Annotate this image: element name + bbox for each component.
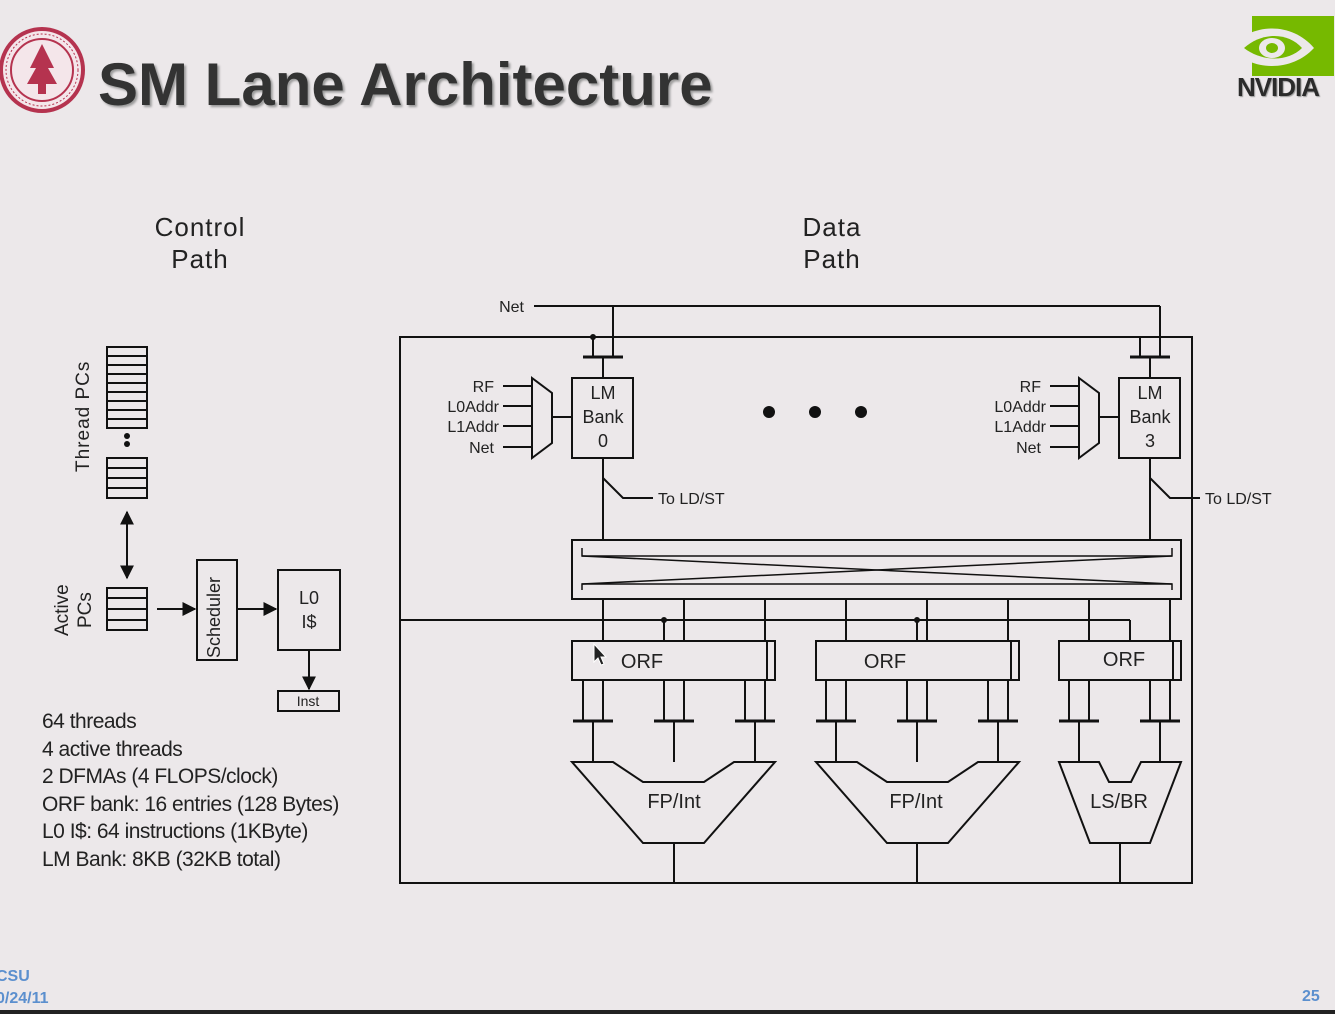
mux0-input-l0addr: L0Addr [447,399,499,416]
thread-pcs-register-stack [106,346,148,499]
lm-bank-ellipsis [763,406,867,418]
crossbar-switch [571,539,1182,600]
to-ldst-label-0: To LD/ST [658,491,725,508]
spec-item: 64 threads [42,710,137,733]
orf-box-1 [571,640,776,681]
l0-label-line2: I$ [301,612,316,632]
mux0-input-l1addr: L1Addr [447,419,499,436]
mux3-input-net: Net [1016,440,1041,457]
alu-label-2: FP/Int [889,791,943,813]
spec-item: L0 I$: 64 instructions (1KByte) [42,820,308,844]
mux0-input-net: Net [469,440,494,457]
ls-br-unit [1057,761,1183,844]
control-path-heading: Control Path [154,212,246,274]
lm-bank-3-line1: LM [1137,383,1162,403]
alu-label-3: LS/BR [1090,791,1148,813]
orf-label-3: ORF [1103,649,1145,671]
orf-label-1: ORF [621,651,663,673]
net-bus-label: Net [499,299,524,316]
active-pcs-label-line2: PCs [75,592,96,628]
inst-box [277,690,340,712]
active-pcs-register-stack [106,587,148,631]
footer-course: CSU [0,968,30,985]
page-number: 25 [1302,988,1320,1005]
mux0-input-rf: RF [473,379,495,396]
footer-date: 0/24/11 [0,990,49,1007]
to-ldst-label-3: To LD/ST [1205,491,1272,508]
lm-bank-0-line3: 0 [598,431,608,451]
mux3-input-l1addr: L1Addr [994,419,1046,436]
data-path-heading: Data Path [802,212,862,274]
l0-label-line1: L0 [299,588,319,608]
specs-list: 64 threads 4 active threads 2 DFMAs (4 F… [42,708,339,874]
lm-bank-0-line2: Bank [582,407,624,427]
mux3-input-l0addr: L0Addr [994,399,1046,416]
spec-item: ORF bank: 16 entries (128 Bytes) [42,792,339,816]
mux3-input-rf: RF [1020,379,1042,396]
l0-icache-box [277,569,341,651]
lm-bank-3-line2: Bank [1129,407,1171,427]
university-seal-icon [0,27,85,113]
bottom-border [0,1010,1335,1014]
fp-int-alu-1 [569,761,778,844]
slide-title: SM Lane Architecture [98,51,713,118]
inst-label: Inst [297,693,320,709]
active-pcs-label-line1: Active [52,584,73,636]
nvidia-wordmark: NVIDIA [1236,72,1320,102]
fp-int-alu-2 [813,761,1022,844]
nvidia-eye-logo-icon [1230,16,1334,76]
scheduler-label: Scheduler [204,577,224,658]
lm-bank-3-input-mux [1078,376,1100,460]
lm-bank-0-input-mux [531,376,553,460]
spec-item: 2 DFMAs (4 FLOPS/clock) [42,765,278,789]
data-path-frame [399,336,1193,884]
thread-pcs-label: Thread PCs [73,361,94,472]
spec-item: 4 active threads [42,737,183,761]
spec-item: LM Bank: 8KB (32KB total) [42,847,281,871]
alu-label-1: FP/Int [647,791,701,813]
mouse-cursor-icon [593,642,608,666]
orf-label-2: ORF [864,651,906,673]
orf-box-2 [815,640,1020,681]
thread-pcs-ellipsis [124,433,130,447]
lm-bank-3-line3: 3 [1145,431,1155,451]
lm-bank-0-line1: LM [590,383,615,403]
orf-box-3 [1058,640,1182,681]
